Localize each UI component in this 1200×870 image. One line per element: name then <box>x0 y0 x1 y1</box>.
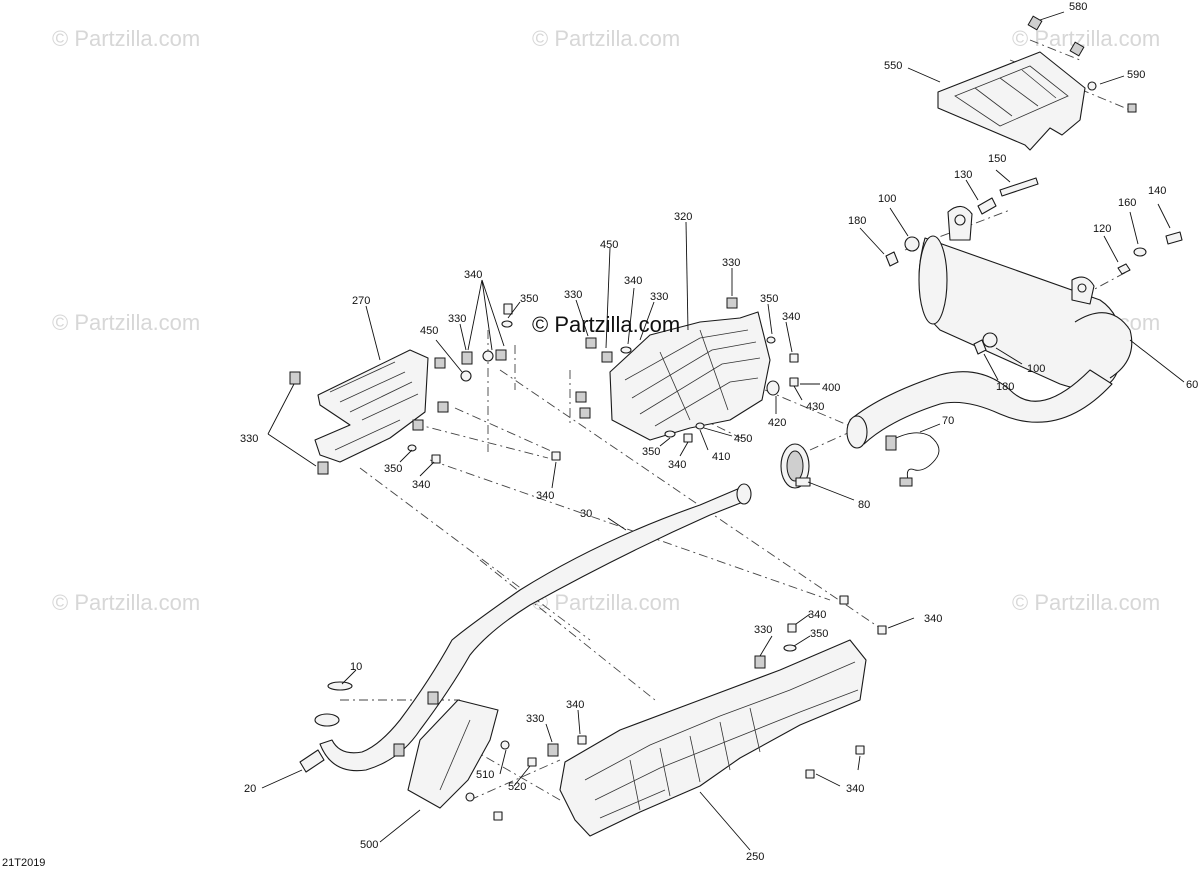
callout-150: 150 <box>988 153 1006 165</box>
watermark: © Partzilla.com <box>52 590 200 615</box>
callout-60: 60 <box>1186 379 1198 391</box>
callout-550: 550 <box>884 60 902 72</box>
callout-340: 340 <box>846 783 864 795</box>
callout-30: 30 <box>580 508 592 520</box>
callout-580: 580 <box>1069 1 1087 13</box>
callout-420: 420 <box>768 417 786 429</box>
callout-350: 350 <box>520 293 538 305</box>
callout-430: 430 <box>806 401 824 413</box>
heat-shield-320 <box>609 311 771 441</box>
watermark: © Partzilla.com <box>532 26 680 51</box>
callout-140: 140 <box>1148 185 1166 197</box>
callout-10: 10 <box>350 661 362 673</box>
callout-350: 350 <box>642 446 660 458</box>
clamp-80 <box>780 443 811 489</box>
callout-330: 330 <box>650 291 668 303</box>
callout-160: 160 <box>1118 197 1136 209</box>
callout-20: 20 <box>244 783 256 795</box>
watermark: © Partzilla.com <box>52 26 200 51</box>
callout-400: 400 <box>822 382 840 394</box>
callout-350: 350 <box>810 628 828 640</box>
o2-sensor-70 <box>885 432 940 487</box>
callout-340: 340 <box>566 699 584 711</box>
callout-330: 330 <box>754 624 772 636</box>
watermark: © Partzilla.com <box>1012 26 1160 51</box>
callout-340: 340 <box>924 613 942 625</box>
callout-330: 330 <box>240 433 258 445</box>
callout-340: 340 <box>412 479 430 491</box>
callout-450: 450 <box>420 325 438 337</box>
callout-180: 180 <box>848 215 866 227</box>
watermark: © Partzilla.com <box>532 590 680 615</box>
callout-510: 510 <box>476 769 494 781</box>
callout-330: 330 <box>448 313 466 325</box>
callout-410: 410 <box>712 451 730 463</box>
muffler-60 <box>885 177 1183 391</box>
fastener-group-upper <box>407 297 799 464</box>
callout-330: 330 <box>722 257 740 269</box>
callout-340: 340 <box>624 275 642 287</box>
callout-450: 450 <box>734 433 752 445</box>
rear-pipe <box>846 369 1113 449</box>
watermark: © Partzilla.com <box>52 310 200 335</box>
callout-340: 340 <box>536 490 554 502</box>
callout-100: 100 <box>1027 363 1045 375</box>
callout-180: 180 <box>996 381 1014 393</box>
heat-shield-500 <box>407 699 537 821</box>
callout-250: 250 <box>746 851 764 863</box>
callout-590: 590 <box>1127 69 1145 81</box>
callout-120: 120 <box>1093 223 1111 235</box>
callout-450: 450 <box>600 239 618 251</box>
skid-plate-550 <box>937 15 1137 151</box>
leader-lines <box>261 11 1185 851</box>
callout-500: 500 <box>360 839 378 851</box>
watermark-center: © Partzilla.com <box>532 312 680 337</box>
callout-350: 350 <box>384 463 402 475</box>
heat-shield-250 <box>547 595 887 837</box>
callout-130: 130 <box>954 169 972 181</box>
callout-350: 350 <box>760 293 778 305</box>
callout-340: 340 <box>808 609 826 621</box>
callout-340: 340 <box>668 459 686 471</box>
callout-330: 330 <box>564 289 582 301</box>
callout-320: 320 <box>674 211 692 223</box>
callout-340: 340 <box>464 269 482 281</box>
heat-shield-270 <box>289 349 472 475</box>
callout-100: 100 <box>878 193 896 205</box>
callout-70: 70 <box>942 415 954 427</box>
callout-330: 330 <box>526 713 544 725</box>
callout-80: 80 <box>858 499 870 511</box>
callout-520: 520 <box>508 781 526 793</box>
callout-labels: 580 550 590 150 130 100 180 140 160 120 … <box>240 1 1198 863</box>
callout-340: 340 <box>782 311 800 323</box>
assembly-lines <box>321 39 1131 801</box>
callout-270: 270 <box>352 295 370 307</box>
diagram-reference-id: 21T2019 <box>2 857 45 869</box>
header-pipe-30 <box>299 483 752 773</box>
watermark: © Partzilla.com <box>1012 590 1160 615</box>
